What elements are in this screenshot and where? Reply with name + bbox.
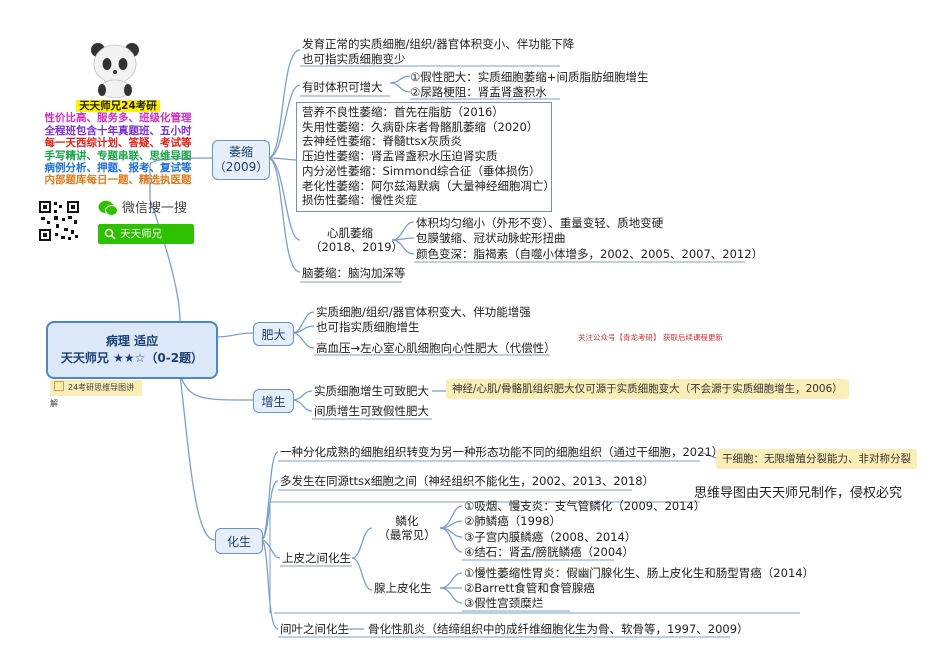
weisuo-type-item: 压迫性萎缩：肾盂肾盏积水压迫肾实质 <box>302 149 498 164</box>
panda-logo-icon <box>91 43 139 98</box>
badge-text: 24考研思维导图讲解 <box>50 383 135 408</box>
feida-item-3: 高血压→左心室心肌细胞向心性肥大（代偿性） <box>316 341 556 355</box>
wechat-search-text: 天天师兄 <box>120 228 162 240</box>
weisuo-type-item: 失用性萎缩：久病卧床者骨骼肌萎缩（2020） <box>302 119 539 134</box>
wechat-icon <box>98 200 118 216</box>
promo-header: 天天师兄24考研 <box>76 100 160 113</box>
weisuo-heart-label: 心肌萎缩 （2018、2019） <box>310 226 404 254</box>
wechat-search-box[interactable]: 天天师兄 <box>98 224 194 244</box>
weisuo-heart-item-1: 体积均匀缩小（外形不变）、重量变轻、质地变硬 <box>416 216 664 230</box>
epi-label: 上皮之间化生 <box>282 551 351 565</box>
root-node[interactable]: 病理 适应 天天师兄 ★★☆（0-2题） <box>46 321 218 379</box>
squamous-item-3: ③子宫内膜鳞癌（2008、2014） <box>464 530 637 544</box>
weisuo-def2: 也可指实质细胞变少 <box>302 52 406 66</box>
weisuo-heart-item-3: 颜色变深：脂褐素（自噬小体增多，2002、2005、2007、2012） <box>416 247 764 261</box>
watermark-note: 关注公众号【青龙考研】 获取后续课程更新 <box>578 333 723 342</box>
feida-item-2: 也可指实质细胞增生 <box>316 320 420 334</box>
search-icon <box>104 228 116 240</box>
squamous-item-2: ②肺鳞癌（1998） <box>464 514 562 528</box>
weisuo-type-item: 内分泌性萎缩：Simmond综合征（垂体损伤） <box>302 163 541 178</box>
weisuo-volume-label: 有时体积可增大 <box>302 80 383 94</box>
weisuo-type-item: 损伤性萎缩：慢性炎症 <box>302 193 417 208</box>
squamous-item-1: ①吸烟、慢支炎：支气管鳞化（2009、2014） <box>464 499 706 513</box>
qr-code-icon <box>38 200 80 242</box>
weisuo-brain: 脑萎缩：脑沟加深等 <box>302 266 406 280</box>
promo-block: 天天师兄24考研 性价比高、服务多、班级化管理全程班包含十年真题班、五小时每一天… <box>38 100 198 187</box>
gland-item-3: ③假性宫颈糜烂 <box>464 596 544 610</box>
weisuo-types-box <box>296 102 552 212</box>
zengsheng-item-2: 间质增生可致假性肥大 <box>314 404 429 418</box>
weisuo-type-item: 老化性萎缩：阿尔兹海默病（大量神经细胞凋亡） <box>302 178 555 193</box>
node-zengsheng[interactable]: 增生 <box>253 389 294 413</box>
promo-line: 全程班包含十年真题班、五小时 <box>44 124 192 137</box>
promo-line: 性价比高、服务多、班级化管理 <box>44 112 192 125</box>
promo-line: 内部题库每日一题、精选执医题 <box>44 174 192 187</box>
weisuo-type-item: 去神经性萎缩：脊髓ttsx灰质炎 <box>302 134 462 149</box>
gland-item-2: ②Barrett食管和食管腺癌 <box>464 581 595 595</box>
huasheng-def: 一种分化成熟的细胞组织转变为另一种形态功能不同的细胞组织（通过干细胞，2021） <box>280 445 724 459</box>
root-title: 病理 适应 <box>105 334 159 348</box>
gland-item-1: ①慢性萎缩性胃炎：假幽门腺化生、肠上皮化生和肠型胃癌（2014） <box>464 566 815 580</box>
stem-cell-callout: 干细胞：无限增殖分裂能力、非对称分裂 <box>716 449 917 469</box>
weisuo-heart-item-2: 包膜皱缩、冠状动脉蛇形扭曲 <box>416 231 566 245</box>
weisuo-volume-item-2: ②尿路梗阻：肾盂肾盏积水 <box>410 85 547 99</box>
promo-line: 病例分析、押题、报考、复试等 <box>44 162 192 175</box>
wechat-search-label: 微信搜一搜 <box>122 201 188 216</box>
zengsheng-item-1: 实质细胞增生可致肥大 <box>314 384 429 398</box>
promo-lines: 性价比高、服务多、班级化管理全程班包含十年真题班、五小时每一天西综计划、答疑、考… <box>38 112 198 186</box>
node-feida[interactable]: 肥大 <box>253 322 294 346</box>
node-huasheng[interactable]: 化生 <box>215 528 263 554</box>
badge-icon <box>54 381 64 391</box>
weisuo-type-item: 营养不良性萎缩：首先在脂肪（2016） <box>302 105 504 119</box>
node-weisuo[interactable]: 萎缩 （2009） <box>212 140 270 180</box>
squamous-label: 鳞化 （最常见） <box>378 514 436 542</box>
root-subtitle: 天天师兄 ★★☆（0-2题） <box>60 351 204 365</box>
squamous-item-4: ④结石：肾盂/膀胱鳞癌（2004） <box>464 545 634 559</box>
badge: 24考研思维导图讲解 <box>50 380 142 408</box>
mes-label: 间叶之间化生 <box>280 622 349 636</box>
weisuo-volume-item-1: ①假性肥大：实质细胞萎缩+间质脂肪细胞增生 <box>410 70 649 84</box>
mes-item: 骨化性肌炎（结缔组织中的成纤维细胞化生为骨、软骨等，1997、2009） <box>368 622 749 636</box>
promo-line: 每一天西综计划、答疑、考试等 <box>44 137 192 150</box>
weisuo-def1: 发育正常的实质细胞/组织/器官体积变小、伴功能下降 <box>302 37 575 51</box>
zengsheng-callout: 神经/心肌/骨骼肌组织肥大仅可源于实质细胞变大（不会源于实质细胞增生，2006） <box>446 379 849 399</box>
promo-line: 手写精讲、专题串联、思维导图 <box>44 149 192 162</box>
feida-item-1: 实质细胞/组织/器官体积变大、伴功能增强 <box>316 305 531 319</box>
gland-label: 腺上皮化生 <box>374 581 432 595</box>
huasheng-site: 多发生在同源ttsx细胞之间（神经组织不能化生，2002、2013、2018） <box>280 474 655 488</box>
copyright-note: 思维导图由天天师兄制作，侵权必究 <box>694 486 903 501</box>
